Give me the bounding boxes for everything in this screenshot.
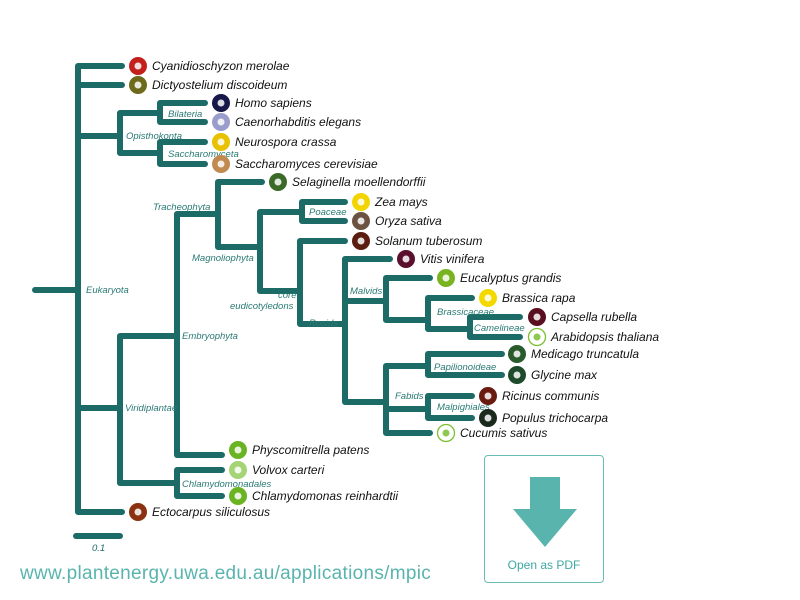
species-glyph-icon: [442, 274, 450, 282]
species-label: Dictyostelium discoideum: [152, 78, 287, 92]
species-label: Capsella rubella: [551, 310, 637, 324]
species-label: Chlamydomonas reinhardtii: [252, 489, 398, 503]
species-label: Oryza sativa: [375, 214, 442, 228]
clade-core-eudicots: core: [278, 290, 296, 301]
clade-camelineae: Camelineae: [474, 323, 525, 334]
clade-viridiplantae: Viridiplantae: [125, 403, 177, 414]
species-glyph-icon: [234, 492, 242, 500]
clade-malvids: Malvids: [350, 286, 382, 297]
species-label: Ricinus communis: [502, 389, 599, 403]
species-glyph-icon: [274, 178, 282, 186]
clade-fabids: Fabids: [395, 391, 424, 402]
species-glyph-icon: [134, 81, 142, 89]
species-glyph-icon: [217, 138, 225, 146]
species-label: Saccharomyces cerevisiae: [235, 157, 378, 171]
species-glyph-icon: [484, 414, 492, 422]
species-glyph-icon: [217, 118, 225, 126]
species-label: Glycine max: [531, 368, 598, 382]
species-glyph-icon: [533, 313, 541, 321]
species-label: Zea mays: [374, 195, 428, 209]
tree-branches: [32, 63, 523, 539]
species-label: Medicago truncatula: [531, 347, 639, 361]
species-label: Homo sapiens: [235, 96, 312, 110]
clade-opisthokonta: Opisthokonta: [126, 131, 182, 142]
species-glyph-icon: [513, 350, 521, 358]
clade-eukaryota: Eukaryota: [86, 285, 129, 296]
species-glyph-icon: [402, 255, 410, 263]
scale-bar-label: 0.1: [92, 543, 105, 554]
species-glyph-icon: [134, 62, 142, 70]
species-glyph-icon: [484, 392, 492, 400]
open-pdf-button[interactable]: Open as PDF: [484, 455, 604, 583]
species-glyph-icon: [234, 446, 242, 454]
species-label: Cucumis sativus: [460, 426, 547, 440]
species-label: Brassica rapa: [502, 291, 576, 305]
species-label: Arabidopsis thaliana: [550, 330, 659, 344]
clade-tracheophyta: Tracheophyta: [153, 202, 210, 213]
clade-brassicaceae: Brassicaceae: [437, 307, 494, 318]
open-pdf-label: Open as PDF: [507, 558, 581, 572]
clade-chlamydomonadales: Chlamydomonadales: [182, 479, 271, 490]
clade-poaceae: Poaceae: [309, 207, 347, 218]
clade-core-eudicots-2: eudicotyledons: [230, 301, 294, 312]
species-glyph-icon: [234, 466, 242, 474]
species-glyph-icon: [357, 198, 365, 206]
species-glyph-icon: [484, 294, 492, 302]
clade-saccharomyceta: Saccharomyceta: [168, 149, 239, 160]
species-label: Populus trichocarpa: [502, 411, 608, 425]
species-label: Vitis vinifera: [420, 252, 485, 266]
species-label: Caenorhabditis elegans: [235, 115, 361, 129]
species-glyph-icon: [134, 508, 142, 516]
species-glyph-icon: [513, 371, 521, 379]
species-glyph-icon: [217, 99, 225, 107]
download-arrow-icon: [513, 477, 577, 547]
clade-bilateria: Bilateria: [168, 109, 202, 120]
clade-rosids: Rosids: [309, 318, 338, 329]
clade-magnoliophyta: Magnoliophyta: [192, 253, 254, 264]
species-label: Volvox carteri: [252, 463, 325, 477]
species-glyph-icon: [357, 237, 365, 245]
species-label: Selaginella moellendorffii: [292, 175, 426, 189]
species-label: Solanum tuberosum: [375, 234, 482, 248]
species-label: Ectocarpus siliculosus: [152, 505, 270, 519]
clade-papilionoideae: Papilionoideae: [434, 362, 496, 373]
website-url[interactable]: www.plantenergy.uwa.edu.au/applications/…: [20, 563, 432, 584]
species-label: Eucalyptus grandis: [460, 271, 561, 285]
species-glyph-icon: [217, 160, 225, 168]
clade-labels: Eukaryota Opisthokonta Bilateria Sacchar…: [86, 109, 525, 554]
species-label: Physcomitrella patens: [252, 443, 369, 457]
species-label: Cyanidioschyzon merolae: [152, 59, 290, 73]
clade-embryophyta: Embryophyta: [182, 331, 238, 342]
species-label: Neurospora crassa: [235, 135, 337, 149]
clade-malpighiales: Malpighiales: [437, 402, 490, 413]
species-glyph-icon: [533, 333, 541, 341]
species-glyph-icon: [442, 429, 450, 437]
species-glyph-icon: [357, 217, 365, 225]
